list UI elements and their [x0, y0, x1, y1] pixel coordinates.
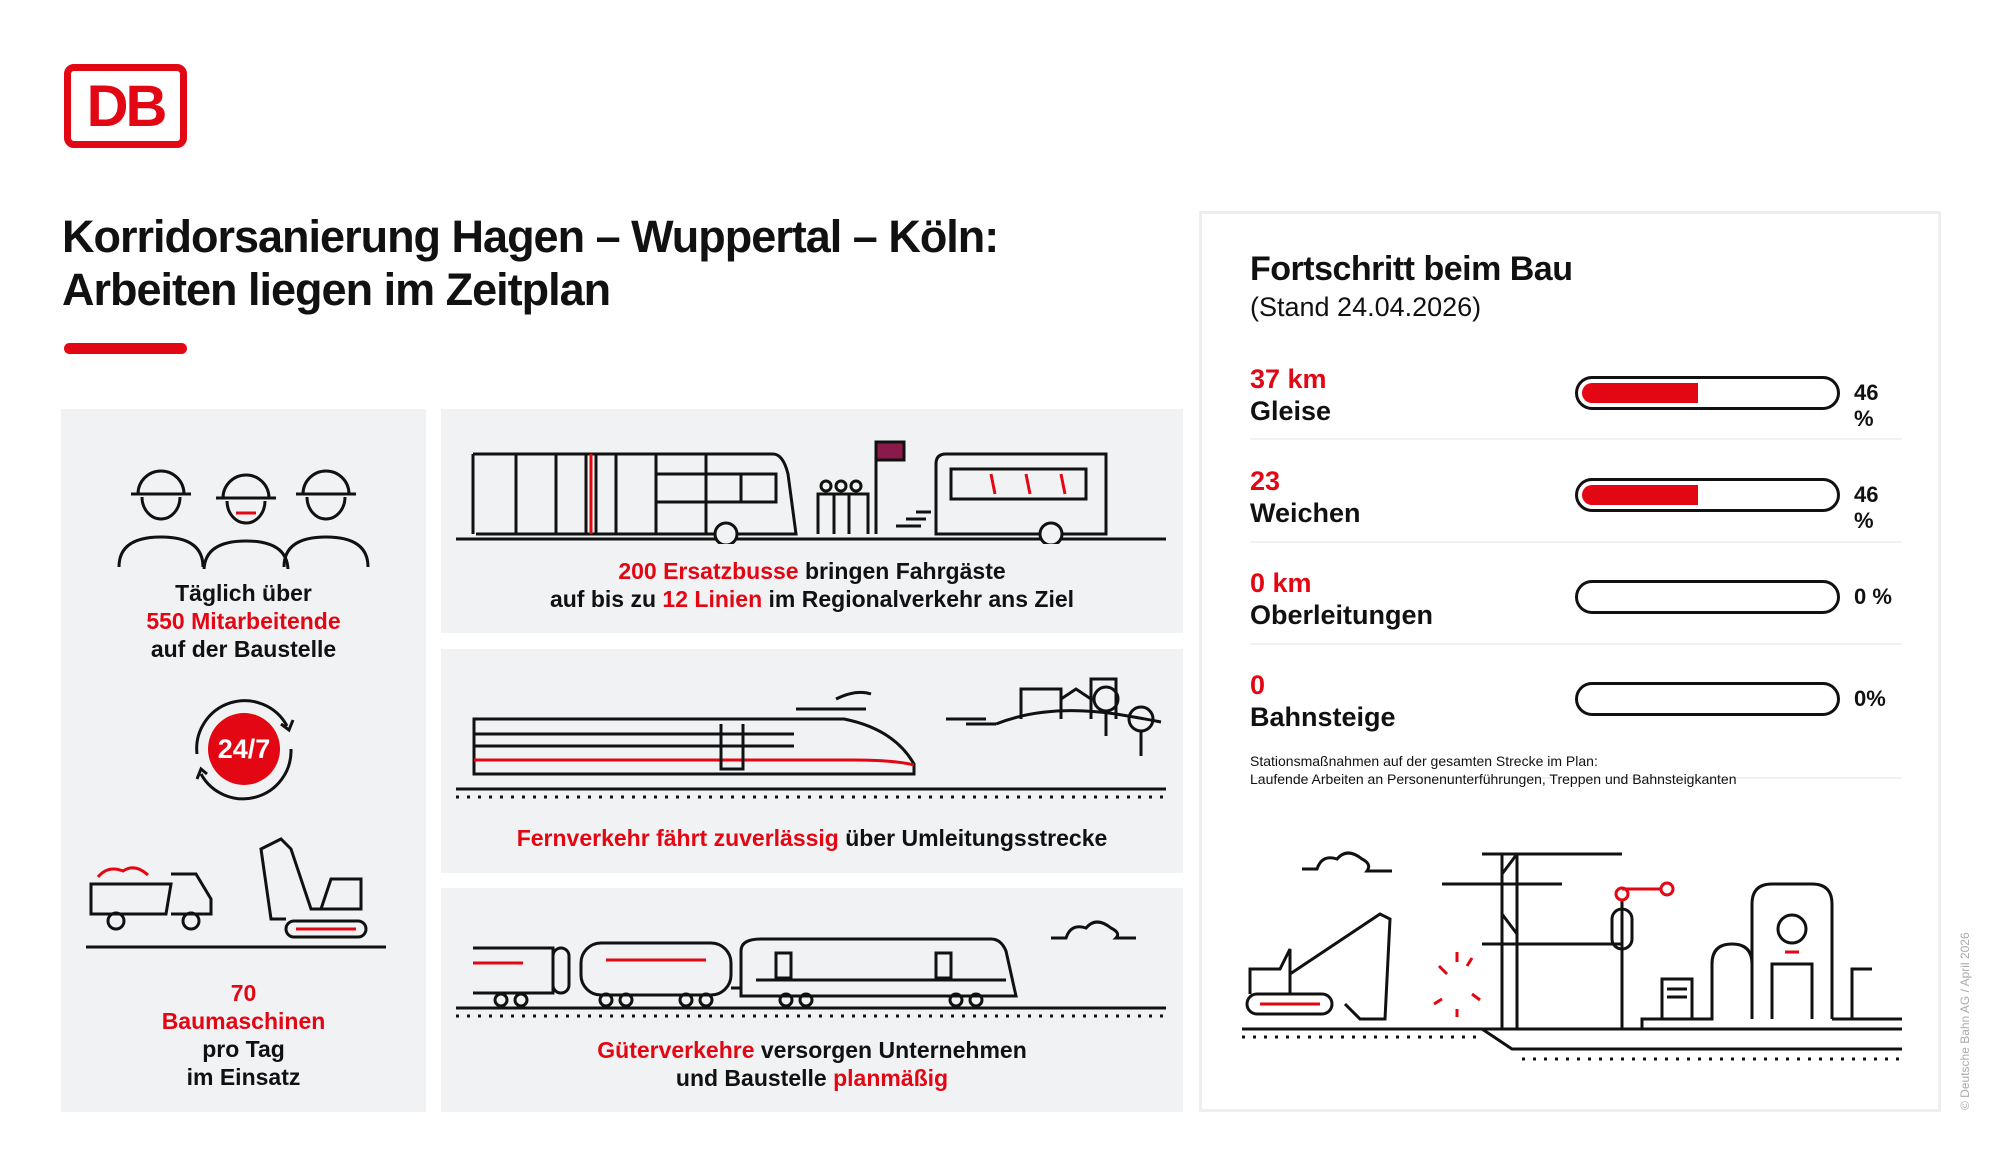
- progress-panel: Fortschritt beim Bau (Stand 24.04.2026) …: [1199, 211, 1941, 1112]
- progress-percent: 46 %: [1854, 380, 1879, 431]
- stations-note: Stationsmaßnahmen auf der gesamten Strec…: [1250, 753, 1737, 787]
- progress-label: Bahnsteige: [1250, 702, 1396, 732]
- progress-label: Weichen: [1250, 498, 1361, 528]
- freight-train-illustration: [456, 920, 1166, 1018]
- progress-percent: 0%: [1854, 686, 1886, 711]
- progress-bar: [1575, 478, 1840, 512]
- progress-percent: 46 %: [1854, 482, 1879, 533]
- divider: [1250, 777, 1902, 779]
- progress-bar: [1575, 376, 1840, 410]
- progress-row-weichen: 23 Weichen 46 %: [1250, 466, 1900, 566]
- construction-machines-icon: [86, 837, 386, 949]
- progress-label: Gleise: [1250, 396, 1332, 426]
- copyright: © Deutsche Bahn AG / April 2026: [1958, 932, 1972, 1110]
- workers-icon: [117, 469, 370, 569]
- progress-title: Fortschritt beim Bau: [1250, 250, 1573, 288]
- progress-value: 0: [1250, 670, 1266, 700]
- progress-percent: 0 %: [1854, 584, 1892, 609]
- progress-row-bahnsteige: 0 Bahnsteige 0%: [1250, 670, 1900, 770]
- construction-site-illustration: [1242, 851, 1902, 1061]
- long-distance-panel: Fernverkehr fährt zuverlässig über Umlei…: [441, 649, 1183, 873]
- divider: [1250, 643, 1902, 645]
- 24-7-badge: 24/7: [217, 734, 271, 764]
- progress-value: 37 km: [1250, 364, 1327, 394]
- db-logo: DB: [64, 64, 187, 148]
- progress-fill: [1582, 485, 1699, 505]
- accent-bar: [64, 343, 187, 354]
- progress-fill: [1582, 383, 1699, 403]
- cycle-arrows-icon: [195, 699, 295, 801]
- progress-date: (Stand 24.04.2026): [1250, 292, 1482, 322]
- page-title: Korridorsanierung Hagen – Wuppertal – Kö…: [62, 211, 999, 315]
- progress-row-gleise: 37 km Gleise 46 %: [1250, 364, 1900, 464]
- divider: [1250, 541, 1902, 543]
- divider: [1250, 438, 1902, 440]
- progress-bar: [1575, 580, 1840, 614]
- progress-value: 0 km: [1250, 568, 1312, 598]
- bus-station-illustration: [456, 440, 1166, 544]
- progress-value: 23: [1250, 466, 1281, 496]
- progress-row-oberleitungen: 0 km Oberleitungen 0 %: [1250, 568, 1900, 668]
- progress-label: Oberleitungen: [1250, 600, 1434, 630]
- progress-bar: [1575, 682, 1840, 716]
- ice-train-illustration: [456, 677, 1166, 799]
